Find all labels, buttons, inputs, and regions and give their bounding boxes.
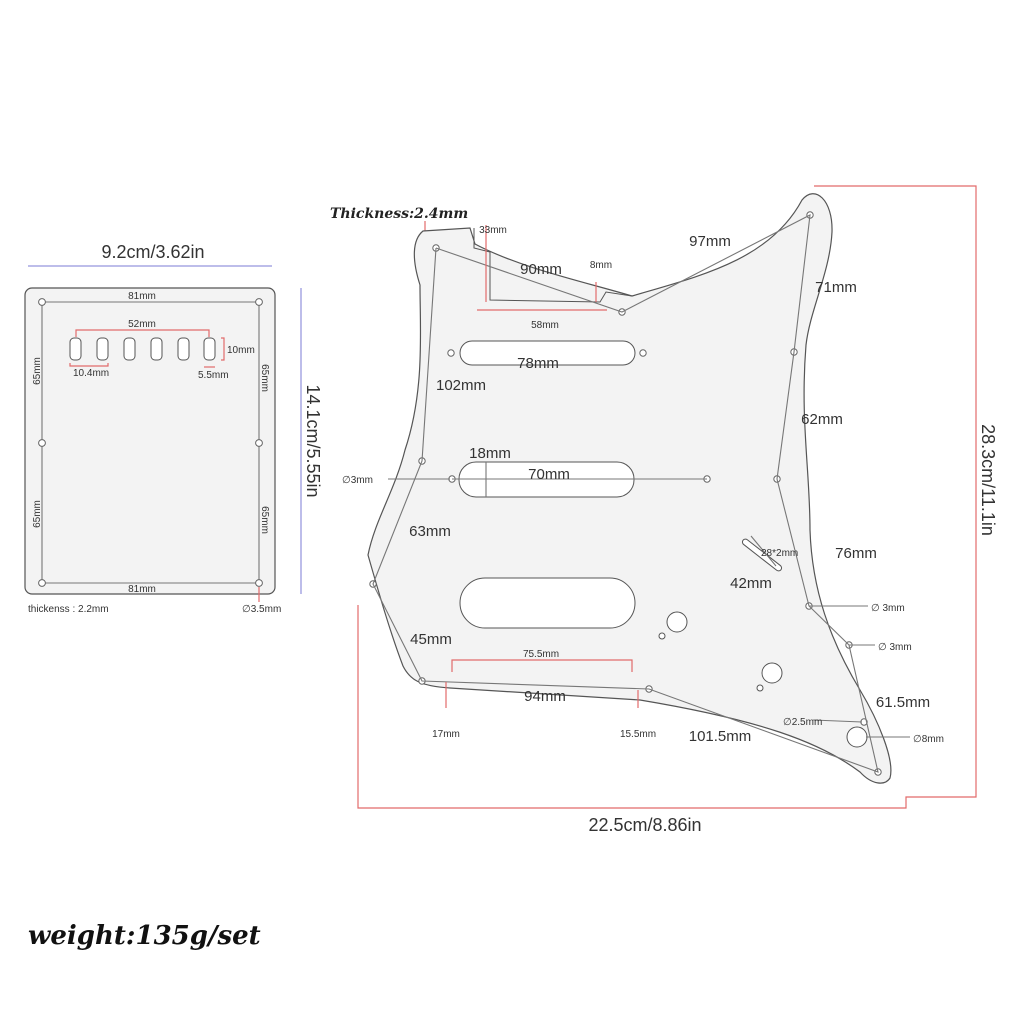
- cover-height-label: 14.1cm/5.55in: [303, 384, 323, 497]
- dim-70mm: 70mm: [528, 466, 570, 483]
- switch-slot: [741, 538, 783, 572]
- bridge-pickup-cutout: [459, 577, 636, 629]
- cover-left-upper-label: 65mm: [32, 357, 43, 385]
- cover-right-upper-label: 65mm: [259, 364, 270, 392]
- cover-slot-span-line: [75, 329, 210, 337]
- cover-right-lower-label: 65mm: [259, 506, 270, 534]
- pickguard: Thickness:2.4mm 22.5cm/8.86in 28.3cm/11.…: [330, 185, 998, 835]
- cover-string-slot: [123, 337, 136, 361]
- pickguard-width-label: 22.5cm/8.86in: [588, 815, 701, 835]
- cover-string-slot: [203, 337, 216, 361]
- dim-78mm: 78mm: [517, 355, 559, 372]
- cover-bottom-span-label: 81mm: [128, 584, 156, 595]
- cover-screw-dia-label: ∅3.5mm: [242, 604, 281, 615]
- dim-dia8mm: ∅8mm: [913, 734, 944, 745]
- cover-plate: [24, 287, 276, 595]
- cover-string-slot: [69, 337, 82, 361]
- cover-slot-span-label: 52mm: [128, 319, 156, 330]
- volume-pot-hole: [666, 611, 688, 633]
- pickguard-bounding-dimension: [357, 185, 977, 809]
- dim-15-5mm: 15.5mm: [620, 729, 656, 740]
- dim-28x2mm: 28*2mm: [761, 548, 798, 559]
- cover-screw-hole: [255, 298, 263, 306]
- neck-pocket-cutout: [473, 228, 633, 303]
- dim-61-5mm: 61.5mm: [876, 694, 930, 711]
- dim-62mm: 62mm: [801, 411, 843, 428]
- dim-dia2-5mm: ∅2.5mm: [783, 717, 822, 728]
- dim-dia3-right-upper: ∅ 3mm: [871, 603, 905, 614]
- cover-left-lower-label: 65mm: [32, 500, 43, 528]
- cover-string-slot: [150, 337, 163, 361]
- dia2-5-leader: [812, 719, 863, 723]
- dim-102mm: 102mm: [436, 377, 486, 394]
- weight-label: weight:135g/set: [28, 921, 261, 951]
- cover-screw-hole: [38, 579, 46, 587]
- cover-slot-height-line: [221, 337, 225, 361]
- dim-63mm: 63mm: [409, 523, 451, 540]
- cover-string-slot: [96, 337, 109, 361]
- tone-pot-hole: [761, 662, 783, 684]
- cover-screw-hole: [255, 579, 263, 587]
- switch-slot-dimension: [750, 535, 777, 567]
- pickguard-height-label: 28.3cm/11.1in: [978, 424, 998, 536]
- dim-75-5mm: 75.5mm: [523, 649, 559, 660]
- dim-dia3-left: ∅3mm: [342, 475, 373, 486]
- dim-101-5mm: 101.5mm: [689, 728, 752, 745]
- dim-33mm: 33mm: [479, 225, 507, 236]
- small-hole: [756, 684, 764, 692]
- screw-hole: [447, 349, 455, 357]
- cover-slot-gap-label: 5.5mm: [198, 370, 229, 381]
- dim-42mm: 42mm: [730, 575, 772, 592]
- neck-pickup-cutout: [459, 340, 636, 366]
- dim-71mm: 71mm: [815, 279, 857, 296]
- cover-width-label: 9.2cm/3.62in: [101, 242, 204, 262]
- dim-17mm: 17mm: [432, 729, 460, 740]
- dim-8mm: 8mm: [590, 260, 612, 271]
- dim-58mm: 58mm: [531, 320, 559, 331]
- dim-90mm: 90mm: [520, 261, 562, 278]
- small-hole: [658, 632, 666, 640]
- dim-45mm: 45mm: [410, 631, 452, 648]
- cover-slot-width-line: [69, 363, 109, 367]
- cover-screw-hole: [38, 439, 46, 447]
- jack-hole: [846, 726, 868, 748]
- dim-94mm: 94mm: [524, 688, 566, 705]
- dim-18mm: 18mm: [469, 445, 511, 462]
- dim-97mm: 97mm: [689, 233, 731, 250]
- cover-top-span-label: 81mm: [128, 291, 156, 302]
- cover-slot-height-label: 10mm: [227, 345, 255, 356]
- screw-hole: [639, 349, 647, 357]
- cover-screw-hole: [255, 439, 263, 447]
- tremolo-cover: 9.2cm/3.62in 14.1cm/5.55in 81mm 81mm 52m…: [24, 242, 323, 615]
- dim-dia3-right-lower: ∅ 3mm: [878, 642, 912, 653]
- pickguard-thickness-label: Thickness:2.4mm: [330, 206, 468, 222]
- cover-string-slot: [177, 337, 190, 361]
- cover-thickness-label: thickenss : 2.2mm: [28, 604, 109, 615]
- dim-76mm: 76mm: [835, 545, 877, 562]
- d75-5-bracket: [451, 659, 633, 672]
- cover-screw-hole: [38, 298, 46, 306]
- cover-slot-width-label: 10.4mm: [73, 368, 109, 379]
